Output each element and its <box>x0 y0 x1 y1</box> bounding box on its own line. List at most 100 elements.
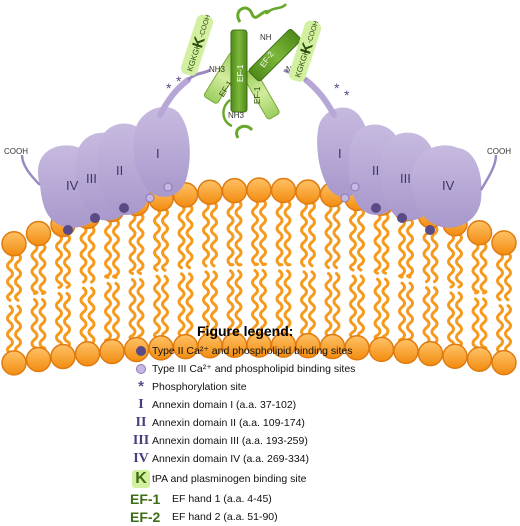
lipid-tail <box>430 224 439 284</box>
s100-loop <box>236 6 271 23</box>
s100-loop <box>222 99 233 128</box>
legend-item-text: Annexin domain II (a.a. 109-174) <box>152 417 305 429</box>
type2-binding-site <box>371 203 381 213</box>
ef1-symbol: EF-1 <box>130 491 161 507</box>
lipid-tail <box>177 203 186 270</box>
lipid-tail <box>112 281 120 343</box>
lipid-tails <box>6 198 512 355</box>
lipid-tail <box>55 291 63 348</box>
lipid-head <box>25 346 52 373</box>
annexin-right-cooh-line <box>479 154 498 191</box>
s100a10-dimer: EF-1 EF-1 EF-1 EF-2 NH NH3 NH3 NH3 KGKGK… <box>180 3 322 139</box>
legend-item-text: Annexin domain III (a.a. 193-259) <box>152 435 308 447</box>
type3-site-icon <box>130 364 152 374</box>
legend-item-text: Type II Ca²⁺ and phospholipid binding si… <box>152 345 353 357</box>
lipid-head <box>74 341 101 367</box>
lipid-tail <box>136 212 145 276</box>
k-site-icon: K <box>130 470 152 488</box>
annexin-left-label-iv: IV <box>66 178 79 193</box>
kgkgk-right-k: K <box>297 40 317 56</box>
lipid-tail <box>447 232 455 289</box>
lipid-tail <box>332 203 341 270</box>
lipid-tail <box>283 198 292 267</box>
annexin-left-domain-i <box>133 106 190 197</box>
binding-sites <box>63 182 435 235</box>
lipid-tail <box>251 269 259 337</box>
lipid-tail <box>202 200 210 268</box>
lipid-tail <box>30 242 39 296</box>
legend-item-type3: Type III Ca²⁺ and phospholipid binding s… <box>130 360 450 378</box>
lipid-tail <box>30 298 39 352</box>
type2-binding-site <box>119 203 129 213</box>
lipid-tail <box>153 274 161 340</box>
lipid-tail <box>349 274 357 340</box>
lipid-tail <box>324 203 333 270</box>
lipid-tail <box>38 298 47 352</box>
lipid-head <box>99 338 125 365</box>
lipid-tail <box>128 212 137 276</box>
phosphorylation-star-icon: * <box>334 80 340 96</box>
lipid-tail <box>398 281 406 343</box>
type3-binding-site <box>163 182 173 192</box>
annexin-s100-membrane-diagram: COOH IV III II I * * COOH I II III IV * … <box>1 3 517 376</box>
annexin-right-label-iii: III <box>400 171 411 186</box>
type2-binding-site <box>63 225 73 235</box>
lipid-tail <box>406 217 414 279</box>
figure-legend: Figure legend: Type II Ca²⁺ and phosphol… <box>130 323 450 526</box>
ef1-light-helix-right <box>242 68 280 120</box>
annexin-left-cooh-line <box>20 154 41 186</box>
lipid-tail <box>79 224 88 284</box>
ef1-label-right: EF-1 <box>253 86 262 104</box>
lipid-tail <box>210 200 218 268</box>
lipid-tail <box>430 286 439 346</box>
lipid-tail <box>87 286 96 346</box>
annexin-left-nterm-loop <box>186 68 211 82</box>
type2-binding-site <box>397 213 407 223</box>
type2-site-icon <box>130 346 152 356</box>
lipid-tail <box>87 224 96 284</box>
annexin-left-label-ii: II <box>116 163 123 178</box>
lipid-tail <box>6 304 14 355</box>
lipid-tail <box>234 199 243 267</box>
star-icon: * <box>138 378 144 395</box>
lipid-tail <box>455 291 463 348</box>
lipid-tail <box>447 291 455 348</box>
annexin-right-label-iv: IV <box>442 178 455 193</box>
legend-item-domain-iv: IV Annexin domain IV (a.a. 269-334) <box>130 450 450 468</box>
lipid-tail <box>349 206 357 272</box>
legend-item-k-site: K tPA and plasminogen binding site <box>130 468 450 490</box>
lipid-tail <box>381 277 390 341</box>
annexin-left-tail <box>157 77 191 118</box>
lipid-head <box>491 230 517 256</box>
legend-item-type2: Type II Ca²⁺ and phospholipid binding si… <box>130 342 450 360</box>
lipid-tail <box>275 269 284 337</box>
lipid-tail <box>455 232 463 289</box>
lipid-tail <box>259 198 267 267</box>
lipid-tail <box>79 286 88 346</box>
lipid-tail <box>504 251 512 302</box>
legend-item-ef1: EF-1 EF hand 1 (a.a. 4-45) <box>130 490 450 508</box>
kgkgk-left: KGKGK K -COOH <box>180 14 214 76</box>
roman-numeral-ii: II <box>135 415 147 430</box>
type3-binding-site <box>350 182 360 192</box>
lipid-tail <box>161 274 169 340</box>
legend-item-domain-ii: II Annexin domain II (a.a. 109-174) <box>130 414 450 432</box>
legend-title: Figure legend: <box>197 323 294 339</box>
lipid-tail <box>104 217 112 279</box>
annexin-right-label-ii: II <box>372 163 379 178</box>
annexin-right-label-i: I <box>338 146 342 161</box>
type2-binding-site <box>425 225 435 235</box>
nh-label-top: NH <box>260 33 272 42</box>
legend-item-domain-i: I Annexin domain I (a.a. 37-102) <box>130 396 450 414</box>
lipid-tail <box>136 278 145 342</box>
ef1-dark-helix <box>230 29 248 113</box>
lipid-tail <box>381 211 390 275</box>
lipid-tail <box>259 269 267 337</box>
lipid-tail <box>55 232 63 289</box>
legend-item-text: Type III Ca²⁺ and phospholipid binding s… <box>152 363 356 375</box>
lipid-tail <box>373 277 382 341</box>
lipid-tail <box>226 199 235 267</box>
nh3-label-left: NH3 <box>209 65 226 74</box>
lipid-tail <box>496 304 504 355</box>
type3-binding-site <box>340 193 350 203</box>
